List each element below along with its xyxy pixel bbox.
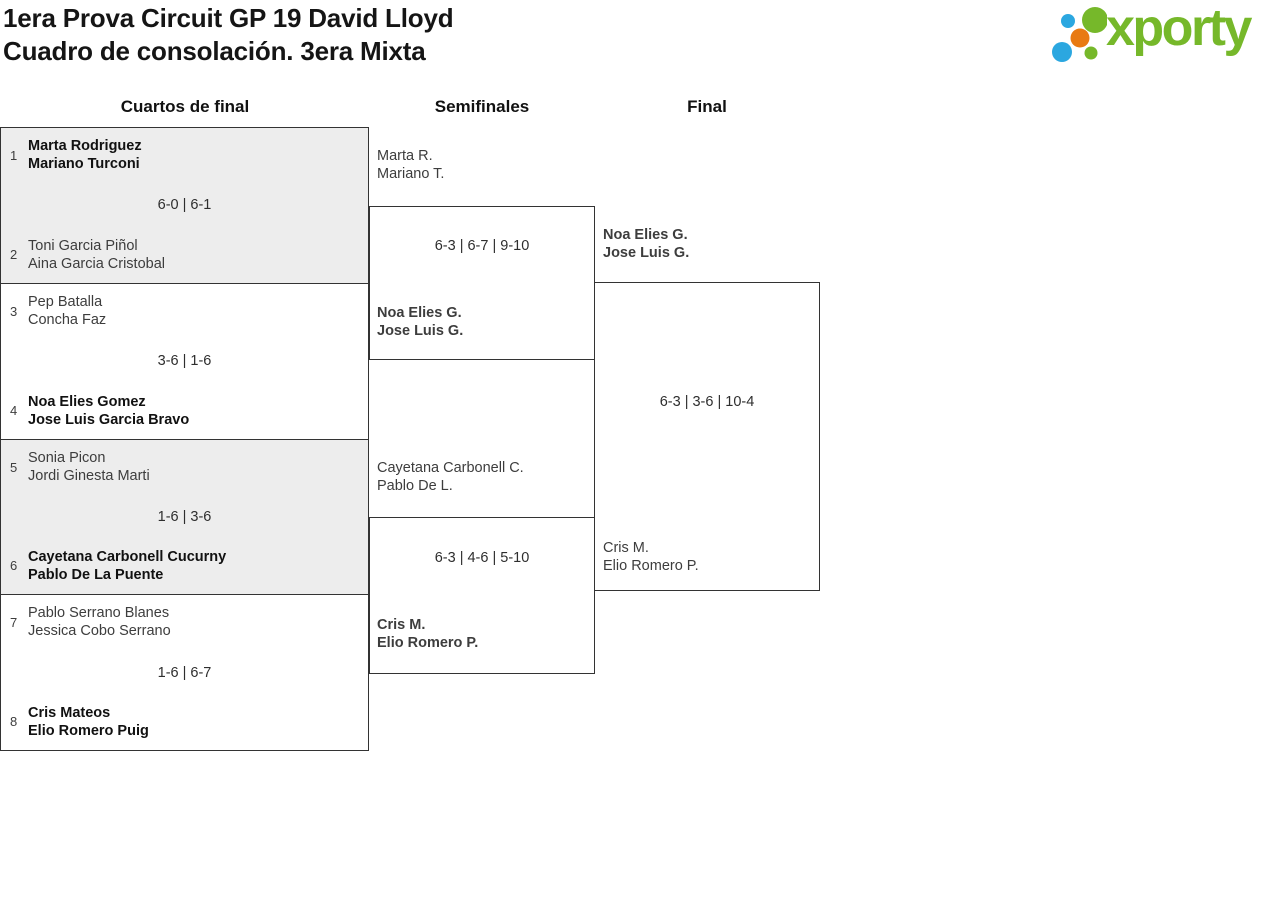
- match-score: 6-0 | 6-1: [157, 197, 212, 214]
- quarterfinal-match-4: 7 Pablo Serrano Blanes Jessica Cobo Serr…: [1, 594, 368, 750]
- xporty-logo[interactable]: xporty: [1045, 0, 1277, 70]
- xporty-logo-text: xporty: [1106, 0, 1252, 57]
- player-name: Noa Elies G.: [603, 227, 688, 243]
- column-header-final: Final: [687, 97, 727, 116]
- column-header-semifinales: Semifinales: [434, 97, 530, 116]
- final-score: 6-3 | 3-6 | 10-4: [659, 394, 755, 410]
- quarterfinal-match-1: 1 Marta Rodriguez Mariano Turconi 6-0 | …: [1, 128, 368, 283]
- xporty-logo-dots-icon: [1052, 7, 1107, 62]
- team-pair: Toni Garcia Piñol Aina Garcia Cristobal: [28, 237, 165, 273]
- seed-number: 3: [10, 303, 18, 319]
- player-name: Pablo Serrano Blanes: [28, 605, 170, 622]
- final-box: [594, 282, 820, 591]
- match-score: 3-6 | 1-6: [157, 353, 212, 370]
- semifinal-2-box: [369, 517, 595, 674]
- player-name: Noa Elies G.: [377, 305, 462, 321]
- team-pair: Cayetana Carbonell Cucurny Pablo De La P…: [28, 548, 226, 584]
- quarterfinal-match-2: 3 Pep Batalla Concha Faz 3-6 | 1-6 Noa E…: [1, 282, 368, 439]
- player-name: Marta Rodriguez: [28, 138, 142, 154]
- player-name: Cris M.: [377, 617, 426, 633]
- semifinal-2-score: 6-3 | 4-6 | 5-10: [434, 550, 530, 566]
- quarterfinals-column: 1 Marta Rodriguez Mariano Turconi 6-0 | …: [0, 127, 369, 751]
- player-name: Cris M.: [603, 540, 649, 556]
- player-name: Elio Romero P.: [377, 635, 479, 651]
- semifinal-1-team-bottom: Noa Elies G. Jose Luis G.: [377, 304, 463, 340]
- player-name: Jordi Ginesta Marti: [28, 467, 150, 484]
- seed-number: 7: [10, 615, 18, 631]
- seed-number: 4: [10, 402, 18, 418]
- player-name: Cayetana Carbonell Cucurny: [28, 549, 227, 566]
- seed-number: 2: [10, 246, 18, 262]
- player-name: Jessica Cobo Serrano: [28, 623, 171, 640]
- player-name: Pablo De L.: [377, 478, 453, 494]
- team-pair: Noa Elies Gomez Jose Luis Garcia Bravo: [28, 393, 189, 429]
- semifinal-1-team-top: Marta R. Mariano T.: [377, 147, 444, 183]
- final-team-top: Noa Elies G. Jose Luis G.: [603, 226, 689, 262]
- semifinal-1-score: 6-3 | 6-7 | 9-10: [434, 238, 530, 254]
- player-name: Toni Garcia Piñol: [28, 237, 138, 254]
- player-name: Pep Batalla: [28, 293, 103, 310]
- player-name: Elio Romero Puig: [28, 723, 149, 739]
- player-name: Cris Mateos: [28, 705, 111, 721]
- page-title-line2: Cuadro de consolación. 3era Mixta: [3, 36, 426, 66]
- semifinal-2-team-bottom: Cris M. Elio Romero P.: [377, 616, 478, 652]
- seed-number: 8: [10, 714, 18, 729]
- semifinal-2-team-top: Cayetana Carbonell C. Pablo De L.: [377, 459, 524, 495]
- team-pair: Pablo Serrano Blanes Jessica Cobo Serran…: [28, 604, 171, 640]
- seed-number: 6: [10, 558, 18, 574]
- final-team-bottom: Cris M. Elio Romero P.: [603, 539, 699, 575]
- quarterfinal-match-3: 5 Sonia Picon Jordi Ginesta Marti 1-6 | …: [1, 438, 368, 595]
- player-name: Sonia Picon: [28, 449, 106, 466]
- player-name: Cayetana Carbonell C.: [377, 460, 524, 476]
- match-score: 1-6 | 3-6: [157, 508, 212, 525]
- player-name: Mariano T.: [377, 166, 445, 182]
- player-name: Jose Luis G.: [377, 323, 464, 339]
- team-pair: Pep Batalla Concha Faz: [28, 293, 106, 329]
- player-name: Elio Romero P.: [603, 558, 699, 574]
- team-pair: Cris Mateos Elio Romero Puig: [28, 704, 149, 740]
- seed-number: 5: [10, 459, 18, 475]
- page-title: 1era Prova Circuit GP 19 David Lloyd Cua…: [3, 2, 454, 68]
- team-pair: Marta Rodriguez Mariano Turconi: [28, 137, 142, 173]
- player-name: Noa Elies Gomez: [28, 393, 146, 410]
- player-name: Jose Luis G.: [603, 245, 690, 261]
- page-title-line1: 1era Prova Circuit GP 19 David Lloyd: [3, 3, 454, 33]
- player-name: Mariano Turconi: [28, 156, 140, 172]
- team-pair: Sonia Picon Jordi Ginesta Marti: [28, 449, 150, 485]
- seed-number: 1: [10, 148, 18, 163]
- column-header-cuartos: Cuartos de final: [120, 97, 250, 116]
- player-name: Aina Garcia Cristobal: [28, 255, 165, 272]
- player-name: Pablo De La Puente: [28, 567, 164, 584]
- player-name: Marta R.: [377, 148, 433, 164]
- player-name: Concha Faz: [28, 311, 107, 328]
- match-score: 1-6 | 6-7: [157, 664, 212, 681]
- player-name: Jose Luis Garcia Bravo: [28, 411, 190, 428]
